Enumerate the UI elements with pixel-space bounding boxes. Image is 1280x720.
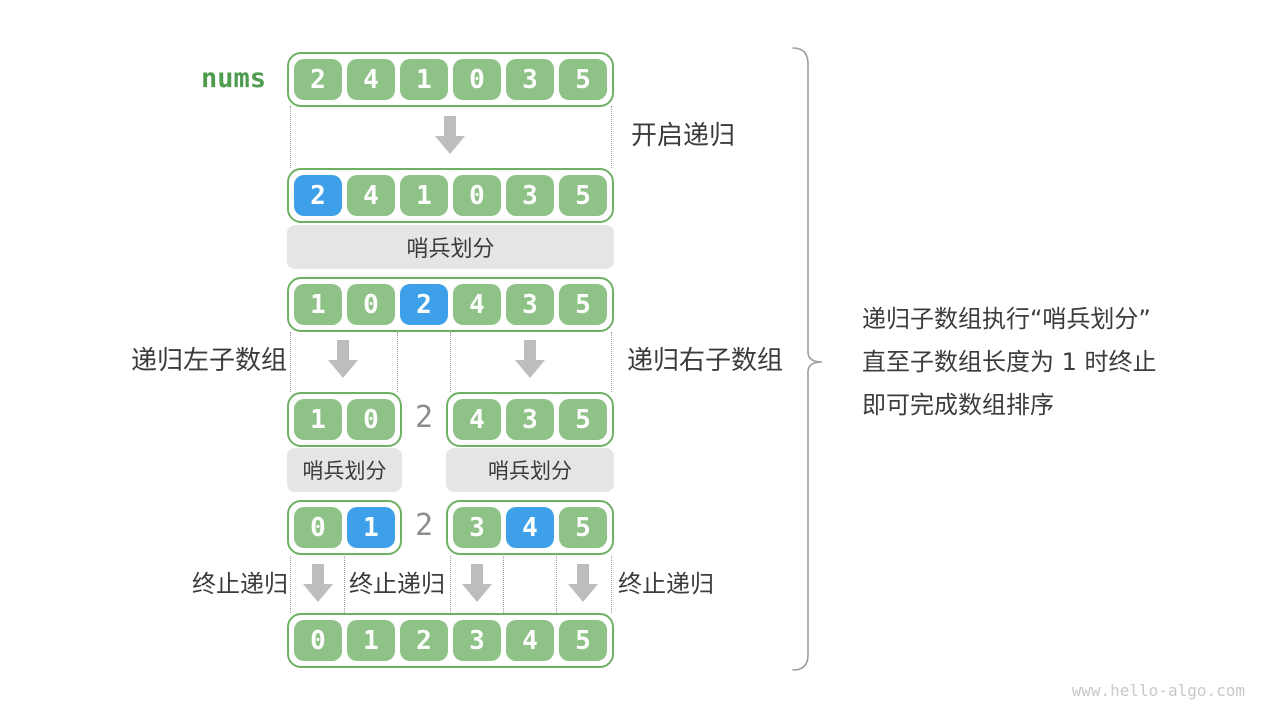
pivot-value: 2 — [414, 508, 434, 543]
dotted-guide-line — [290, 556, 291, 613]
array-cell: 2 — [294, 59, 342, 100]
pivot-value: 2 — [414, 400, 434, 435]
curly-brace — [792, 47, 823, 671]
array-cell: 4 — [506, 507, 554, 548]
array-cell: 0 — [294, 507, 342, 548]
array-cell: 1 — [347, 620, 395, 661]
array-cell: 2 — [400, 620, 448, 661]
dotted-guide-line — [290, 106, 291, 168]
down-arrow-icon — [303, 564, 333, 602]
start-recursion-label: 开启递归 — [631, 121, 736, 151]
array-cell: 0 — [347, 399, 395, 440]
dotted-guide-line — [611, 106, 612, 168]
array-cell: 5 — [559, 175, 607, 216]
dotted-guide-line — [611, 332, 612, 392]
array-cell: 3 — [506, 284, 554, 325]
down-arrow-icon — [515, 340, 545, 378]
dotted-guide-line — [290, 332, 291, 392]
down-arrow-icon — [435, 116, 465, 154]
array-cell: 3 — [506, 59, 554, 100]
array-cell: 5 — [559, 59, 607, 100]
watermark: www.hello-algo.com — [1071, 681, 1245, 700]
explanation-line: 直至子数组长度为 1 时终止 — [862, 348, 1157, 376]
array-cell: 2 — [294, 175, 342, 216]
terminate-label: 终止递归 — [618, 570, 714, 598]
array-cell: 1 — [400, 175, 448, 216]
array-cell: 2 — [400, 284, 448, 325]
array-cell: 5 — [559, 399, 607, 440]
dotted-guide-line — [556, 556, 557, 613]
array-cell: 4 — [506, 620, 554, 661]
partition-bar: 哨兵划分 — [287, 225, 614, 269]
partition-bar: 哨兵划分 — [287, 448, 402, 492]
array-cell: 5 — [559, 284, 607, 325]
array-cell: 3 — [506, 399, 554, 440]
array-cell: 1 — [400, 59, 448, 100]
array-cell: 1 — [294, 399, 342, 440]
dotted-guide-line — [503, 556, 504, 613]
down-arrow-icon — [328, 340, 358, 378]
down-arrow-icon — [462, 564, 492, 602]
array-cell: 5 — [559, 620, 607, 661]
dotted-guide-line — [450, 556, 451, 613]
explanation-line: 递归子数组执行“哨兵划分” — [862, 305, 1151, 333]
nums-label: nums — [200, 63, 266, 94]
array-cell: 3 — [506, 175, 554, 216]
explanation-note: 递归子数组执行“哨兵划分” 直至子数组长度为 1 时终止 即可完成数组排序 — [862, 298, 1157, 427]
terminate-label: 终止递归 — [192, 570, 288, 598]
array-cell: 4 — [347, 59, 395, 100]
dotted-guide-line — [611, 556, 612, 613]
down-arrow-icon — [568, 564, 598, 602]
array-cell: 5 — [559, 507, 607, 548]
partition-bar: 哨兵划分 — [446, 448, 614, 492]
recurse-left-label: 递归左子数组 — [130, 346, 287, 376]
array-cell: 1 — [294, 284, 342, 325]
array-cell: 0 — [294, 620, 342, 661]
array-cell: 4 — [453, 284, 501, 325]
array-cell: 1 — [347, 507, 395, 548]
dotted-guide-line — [344, 556, 345, 613]
terminate-label: 终止递归 — [349, 570, 445, 598]
array-cell: 0 — [453, 175, 501, 216]
array-cell: 4 — [453, 399, 501, 440]
array-cell: 3 — [453, 507, 501, 548]
array-cell: 0 — [453, 59, 501, 100]
array-cell: 0 — [347, 284, 395, 325]
array-cell: 3 — [453, 620, 501, 661]
array-cell: 4 — [347, 175, 395, 216]
recurse-right-label: 递归右子数组 — [627, 346, 784, 376]
explanation-line: 即可完成数组排序 — [862, 391, 1054, 419]
dotted-guide-line — [450, 332, 451, 392]
dotted-guide-line — [397, 332, 398, 392]
